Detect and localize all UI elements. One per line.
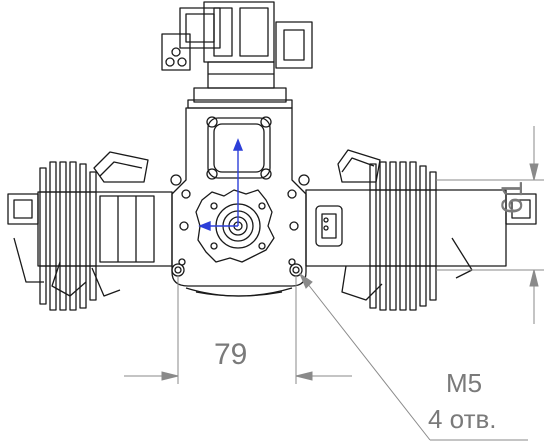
mounting-holes: [171, 258, 303, 277]
dimension-61-lines: [436, 126, 544, 324]
propeller-hub: [185, 189, 293, 297]
axis-indicator: [198, 138, 244, 232]
ignition-module: [161, 1, 313, 89]
dimension-height-label: 61: [496, 180, 529, 214]
left-cooling-fins: [39, 161, 97, 311]
hole-count-note: 4 отв.: [428, 404, 497, 434]
right-cylinder: [305, 149, 537, 301]
dimension-width-label: 79: [214, 338, 248, 371]
right-cooling-fins: [369, 161, 437, 311]
thread-size-note: M5: [446, 368, 483, 398]
crankcase: [170, 107, 310, 287]
hole-leader-line: [298, 272, 528, 441]
intake-block: [187, 87, 293, 109]
dimension-79-lines: [124, 276, 352, 384]
left-cylinder: [7, 151, 173, 297]
